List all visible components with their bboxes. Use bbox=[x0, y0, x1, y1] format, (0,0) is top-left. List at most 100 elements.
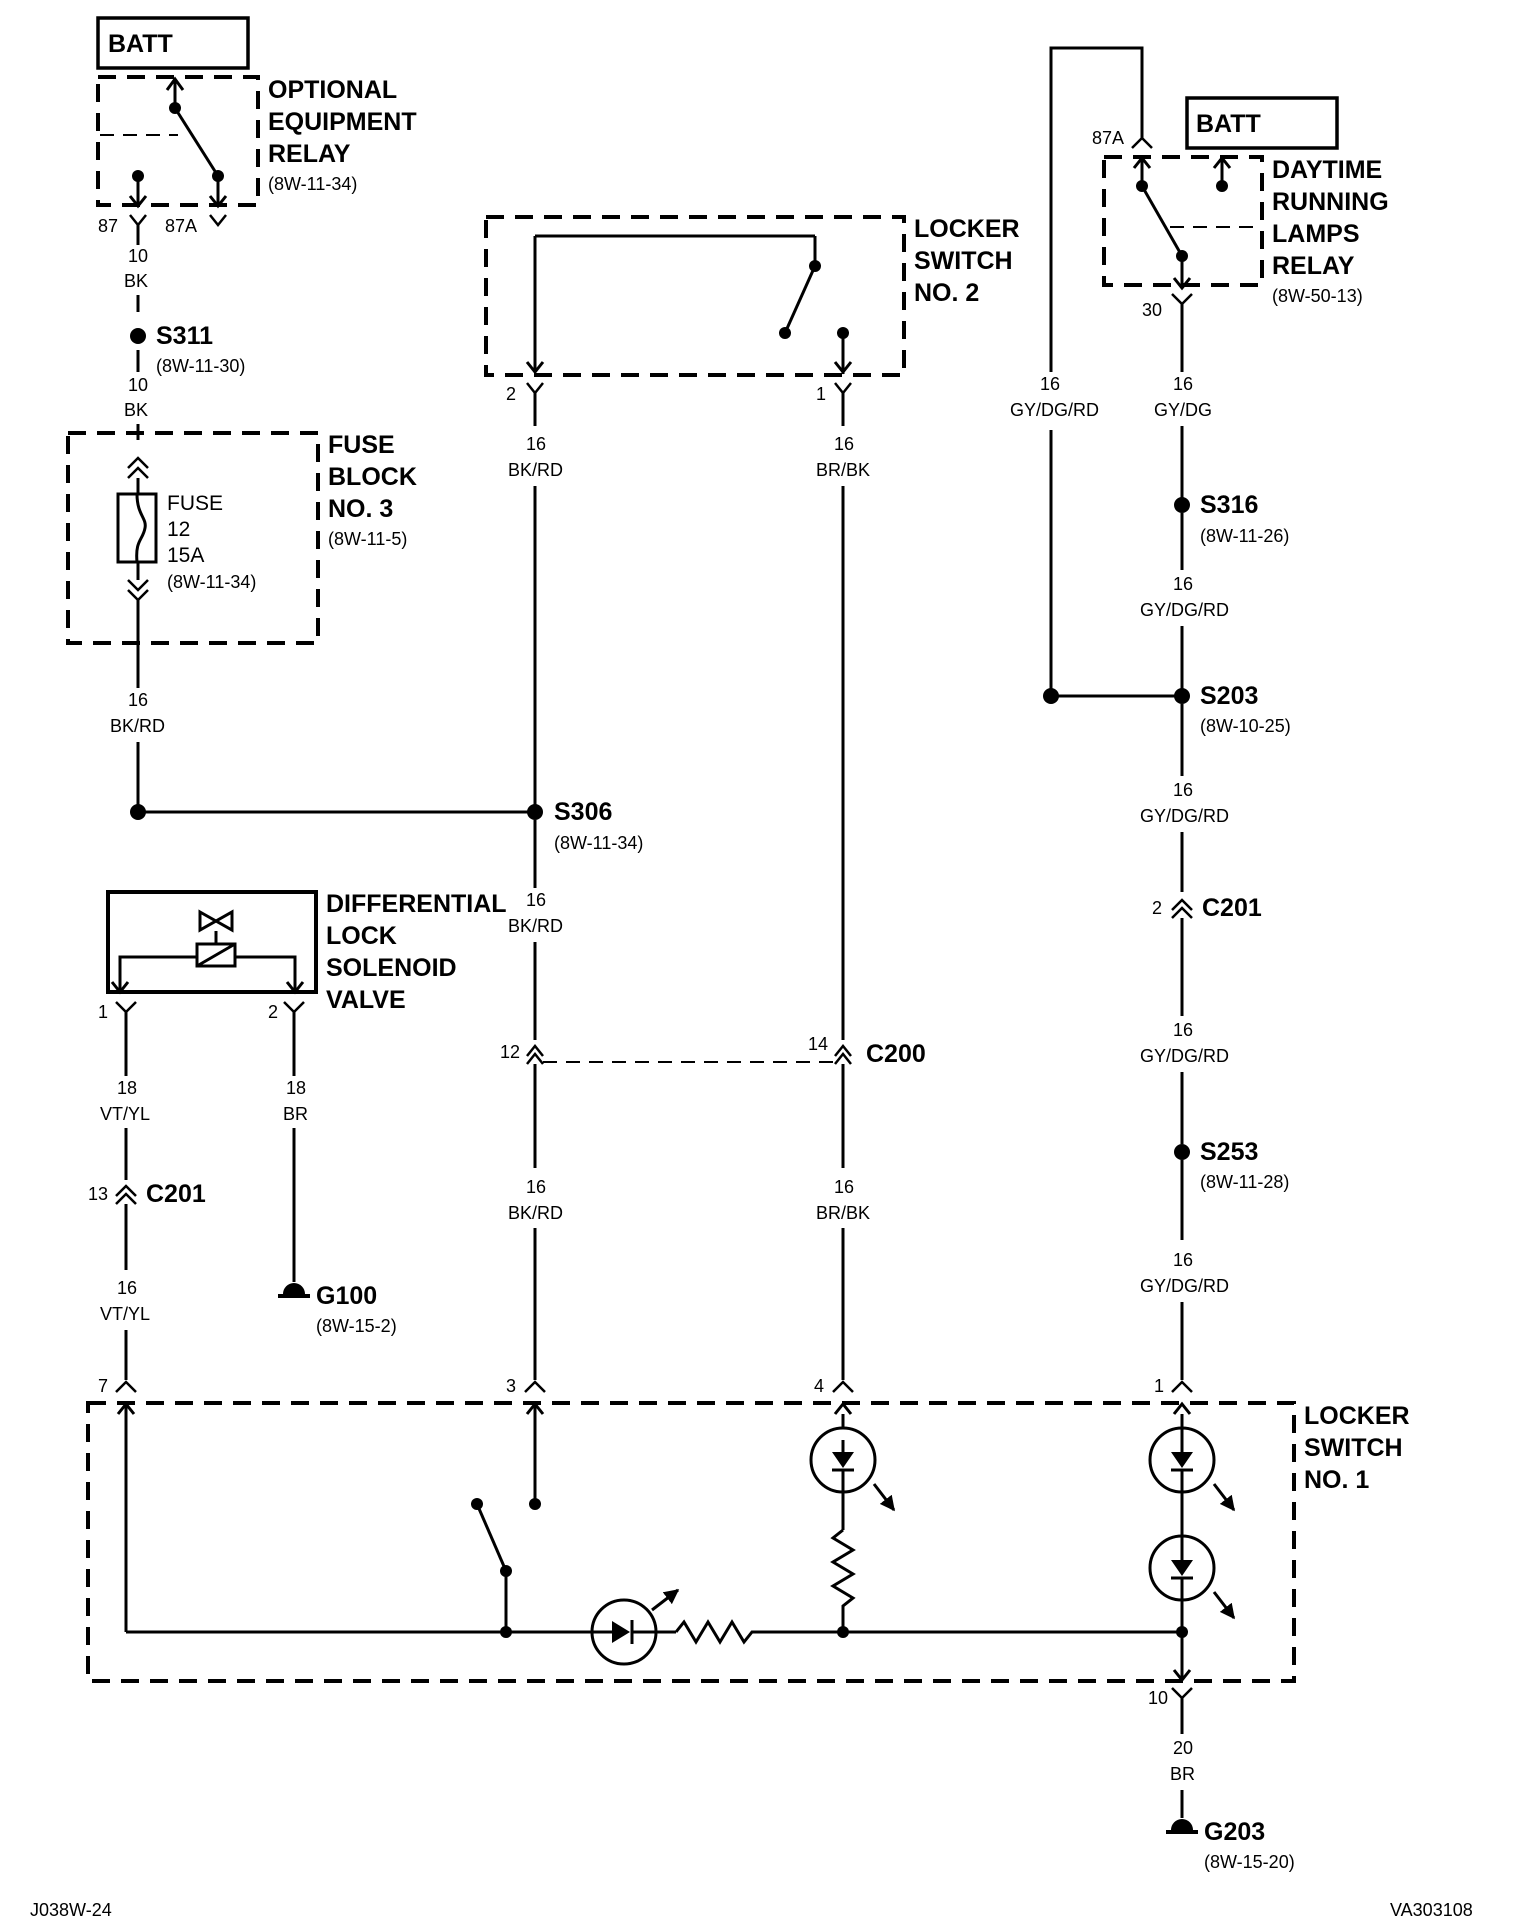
wire-solenoid-pin2: 18 BR bbox=[283, 1012, 308, 1282]
svg-text:LAMPS: LAMPS bbox=[1272, 220, 1360, 248]
svg-text:BK/RD: BK/RD bbox=[508, 916, 563, 936]
svg-text:12: 12 bbox=[167, 518, 190, 541]
svg-text:SWITCH: SWITCH bbox=[914, 247, 1013, 275]
svg-text:G203: G203 bbox=[1204, 1818, 1265, 1846]
svg-text:FUSE: FUSE bbox=[167, 492, 223, 515]
svg-text:87A: 87A bbox=[165, 216, 197, 236]
svg-text:16: 16 bbox=[1173, 1020, 1193, 1040]
svg-text:GY/DG/RD: GY/DG/RD bbox=[1140, 1276, 1229, 1296]
splice-s203: S203 (8W-10-25) bbox=[1174, 682, 1291, 736]
svg-text:16: 16 bbox=[526, 890, 546, 910]
svg-text:13: 13 bbox=[88, 1184, 108, 1204]
svg-text:C201: C201 bbox=[1202, 894, 1262, 922]
svg-text:S311: S311 bbox=[156, 322, 213, 350]
svg-text:(8W-11-28): (8W-11-28) bbox=[1200, 1172, 1289, 1192]
svg-text:C201: C201 bbox=[146, 1180, 206, 1208]
svg-text:(8W-15-20): (8W-15-20) bbox=[1204, 1852, 1295, 1872]
svg-text:G100: G100 bbox=[316, 1282, 377, 1310]
wire-c200-ls1-pin4: 16 BR/BK bbox=[816, 1064, 870, 1380]
svg-text:BK: BK bbox=[124, 271, 148, 291]
svg-text:16: 16 bbox=[128, 690, 148, 710]
svg-text:(8W-11-34): (8W-11-34) bbox=[554, 833, 643, 853]
svg-text:(8W-10-25): (8W-10-25) bbox=[1200, 716, 1291, 736]
wire-c200-ls1-pin3: 16 BK/RD bbox=[508, 1064, 563, 1380]
wire-ls1-g203: 20 BR bbox=[1170, 1698, 1195, 1818]
svg-text:VT/YL: VT/YL bbox=[100, 1304, 150, 1324]
svg-text:GY/DG/RD: GY/DG/RD bbox=[1140, 1046, 1229, 1066]
svg-text:3: 3 bbox=[506, 1376, 516, 1396]
svg-text:BLOCK: BLOCK bbox=[328, 463, 417, 491]
wire-s316-s203: 16 GY/DG/RD bbox=[1140, 513, 1229, 690]
svg-text:GY/DG/RD: GY/DG/RD bbox=[1140, 600, 1229, 620]
svg-text:FUSE: FUSE bbox=[328, 431, 395, 459]
svg-text:BATT: BATT bbox=[108, 30, 173, 58]
svg-text:RELAY: RELAY bbox=[1272, 252, 1355, 280]
ground-g100: G100 (8W-15-2) bbox=[278, 1282, 397, 1336]
svg-text:(8W-11-5): (8W-11-5) bbox=[328, 529, 407, 549]
svg-text:16: 16 bbox=[117, 1278, 137, 1298]
svg-text:NO. 1: NO. 1 bbox=[1304, 1466, 1369, 1494]
svg-text:(8W-15-2): (8W-15-2) bbox=[316, 1316, 397, 1336]
ground-g203: G203 (8W-15-20) bbox=[1166, 1818, 1295, 1872]
svg-text:LOCKER: LOCKER bbox=[914, 215, 1020, 243]
svg-text:S253: S253 bbox=[1200, 1138, 1258, 1166]
wire-s311-fuse: 10 BK bbox=[124, 350, 148, 440]
svg-text:16: 16 bbox=[1173, 574, 1193, 594]
wire-s253-ls1-pin1: 16 GY/DG/RD bbox=[1140, 1160, 1229, 1380]
wire-drl30-s316: 16 GY/DG bbox=[1154, 304, 1212, 498]
svg-text:7: 7 bbox=[98, 1376, 108, 1396]
svg-text:LOCKER: LOCKER bbox=[1304, 1402, 1410, 1430]
batt-label-right: BATT bbox=[1185, 96, 1339, 150]
svg-text:SOLENOID: SOLENOID bbox=[326, 954, 457, 982]
splice-s306: S306 (8W-11-34) bbox=[527, 798, 643, 853]
svg-text:15A: 15A bbox=[167, 544, 204, 567]
splice-s316: S316 (8W-11-26) bbox=[1174, 491, 1289, 546]
svg-text:BR/BK: BR/BK bbox=[816, 460, 870, 480]
fuse-block-no3: FUSE 12 15A (8W-11-34) FUSE BLOCK NO. 3 … bbox=[66, 431, 417, 645]
connector-c201-left: 13 C201 bbox=[88, 1180, 206, 1208]
wire-ls2-pin1: 16 BR/BK bbox=[816, 393, 870, 1040]
wire-c201-s253: 16 GY/DG/RD bbox=[1140, 918, 1229, 1144]
svg-text:16: 16 bbox=[1040, 374, 1060, 394]
svg-text:NO. 2: NO. 2 bbox=[914, 279, 979, 307]
svg-text:BR: BR bbox=[1170, 1764, 1195, 1784]
svg-text:12: 12 bbox=[500, 1042, 520, 1062]
svg-text:S316: S316 bbox=[1200, 491, 1258, 519]
svg-text:BR/BK: BR/BK bbox=[816, 1203, 870, 1223]
svg-text:BR: BR bbox=[283, 1104, 308, 1124]
footer-left-code: J038W-24 bbox=[30, 1900, 112, 1920]
svg-text:16: 16 bbox=[1173, 780, 1193, 800]
svg-text:16: 16 bbox=[526, 1177, 546, 1197]
svg-text:87: 87 bbox=[98, 216, 118, 236]
svg-text:2: 2 bbox=[506, 384, 516, 404]
svg-text:BK: BK bbox=[124, 400, 148, 420]
svg-text:87A: 87A bbox=[1092, 128, 1124, 148]
svg-text:4: 4 bbox=[814, 1376, 824, 1396]
svg-text:20: 20 bbox=[1173, 1738, 1193, 1758]
svg-text:16: 16 bbox=[526, 434, 546, 454]
svg-text:(8W-50-13): (8W-50-13) bbox=[1272, 286, 1363, 306]
svg-text:EQUIPMENT: EQUIPMENT bbox=[268, 108, 417, 136]
svg-text:16: 16 bbox=[834, 434, 854, 454]
svg-text:16: 16 bbox=[834, 1177, 854, 1197]
svg-text:DIFFERENTIAL: DIFFERENTIAL bbox=[326, 890, 507, 918]
wire-s306-c200: 16 BK/RD bbox=[508, 820, 563, 1040]
wire-ls2-pin2: 16 BK/RD bbox=[508, 393, 563, 812]
batt-label-left: BATT bbox=[96, 16, 250, 70]
splice-s253: S253 (8W-11-28) bbox=[1174, 1138, 1289, 1192]
svg-text:(8W-11-34): (8W-11-34) bbox=[167, 572, 256, 592]
svg-text:30: 30 bbox=[1142, 300, 1162, 320]
svg-text:(8W-11-26): (8W-11-26) bbox=[1200, 526, 1289, 546]
svg-text:LOCK: LOCK bbox=[326, 922, 397, 950]
svg-text:(8W-11-30): (8W-11-30) bbox=[156, 356, 245, 376]
svg-text:2: 2 bbox=[1152, 898, 1162, 918]
svg-text:VT/YL: VT/YL bbox=[100, 1104, 150, 1124]
locker-switch-no1: 7 3 4 1 bbox=[86, 1376, 1410, 1708]
svg-text:BK/RD: BK/RD bbox=[110, 716, 165, 736]
svg-text:BK/RD: BK/RD bbox=[508, 1203, 563, 1223]
svg-text:GY/DG: GY/DG bbox=[1154, 400, 1212, 420]
wire-solenoid-pin1: 18 VT/YL bbox=[100, 1012, 150, 1180]
svg-text:1: 1 bbox=[1154, 1376, 1164, 1396]
optional-equipment-relay: 87 87A OPTIONAL EQUIPMENT RELAY (8W-11-3… bbox=[96, 75, 417, 236]
